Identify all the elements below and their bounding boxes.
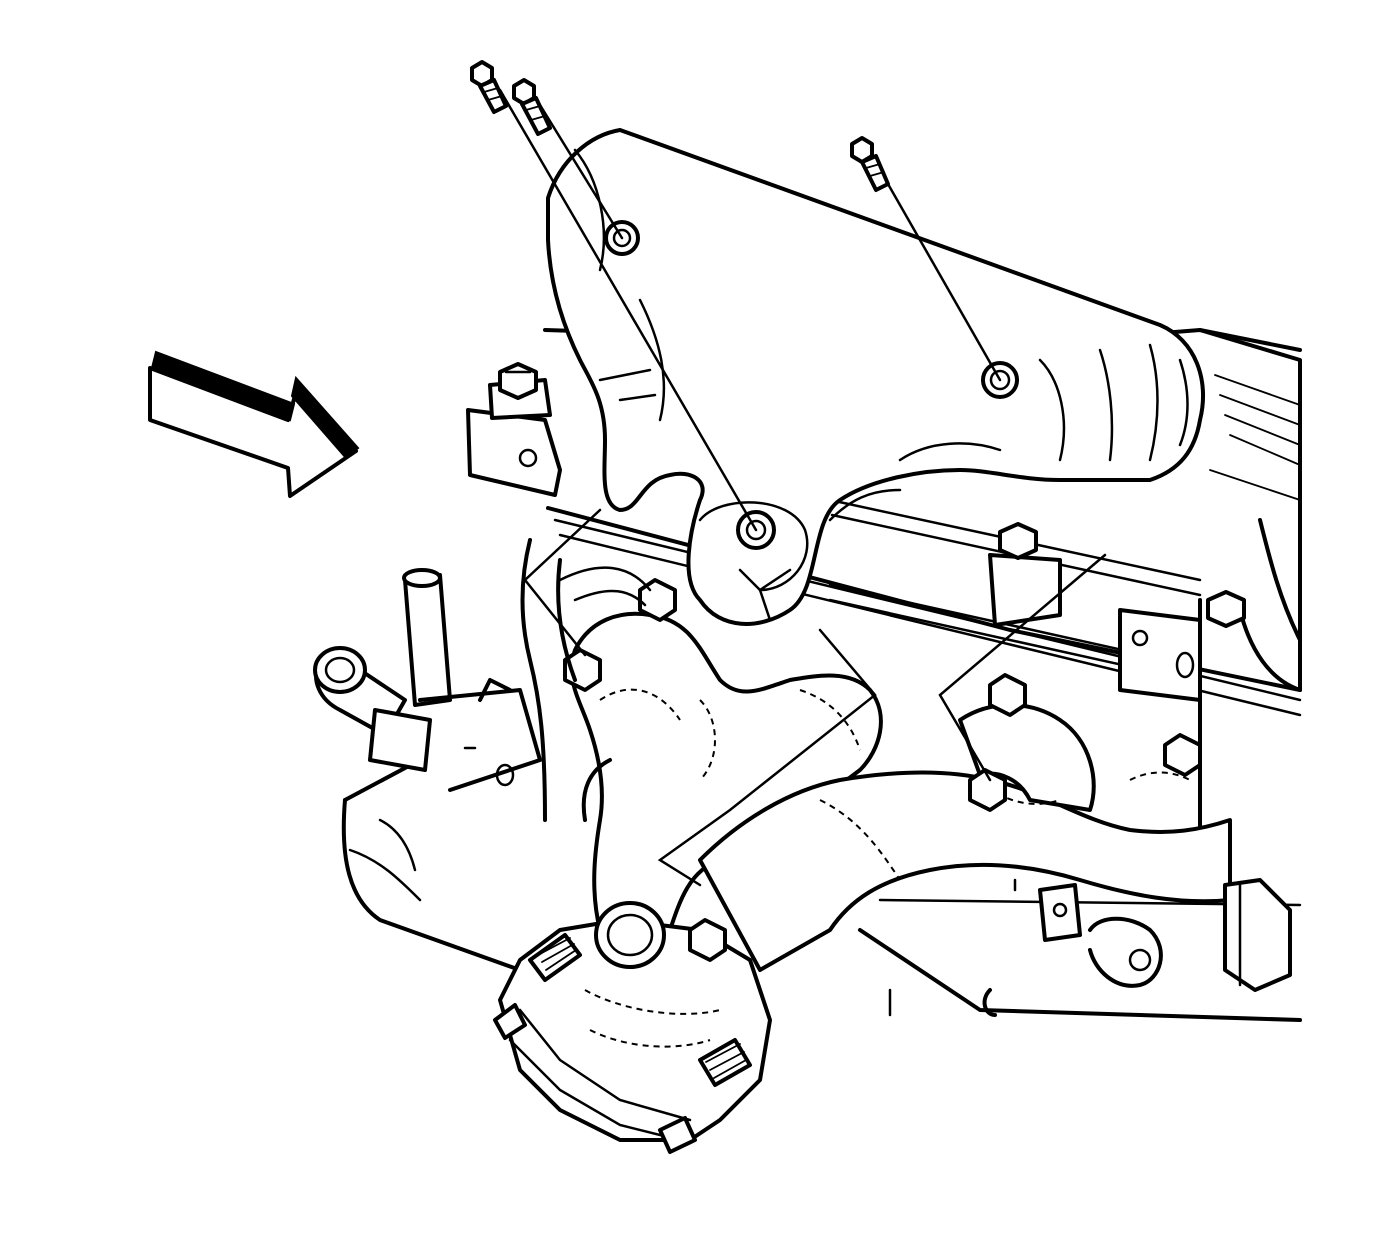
hose-lines [520, 538, 652, 822]
head-lug-left [466, 362, 562, 497]
bolt-icon [498, 362, 538, 400]
bolt-icon [998, 522, 1038, 560]
exhaust-outlet-flange [498, 901, 772, 1142]
exhaust-manifold-heat-shield [546, 128, 1205, 626]
bolt-icon [988, 673, 1027, 717]
stud-icon [528, 933, 582, 982]
bolt-icon [470, 60, 508, 114]
bolt-icon [1163, 733, 1202, 777]
stud-icon [658, 1116, 697, 1154]
bolt-icon [1206, 590, 1246, 628]
bolt-icon [850, 136, 890, 192]
stud-icon [493, 1003, 527, 1040]
coolant-fitting [313, 568, 452, 772]
bolt-icon [688, 918, 727, 962]
lower-housing [348, 678, 542, 902]
lower-right-bracket [888, 878, 1292, 1017]
exhaust-manifold [493, 578, 1232, 1154]
head-lug-right [988, 522, 1246, 702]
stud-icon [698, 1038, 752, 1087]
heat-shield-bolts [470, 60, 1019, 550]
exhaust-outlet-flange-studs [493, 933, 752, 1154]
view-direction-arrow-icon [148, 350, 360, 498]
bolt-icon [512, 78, 552, 136]
